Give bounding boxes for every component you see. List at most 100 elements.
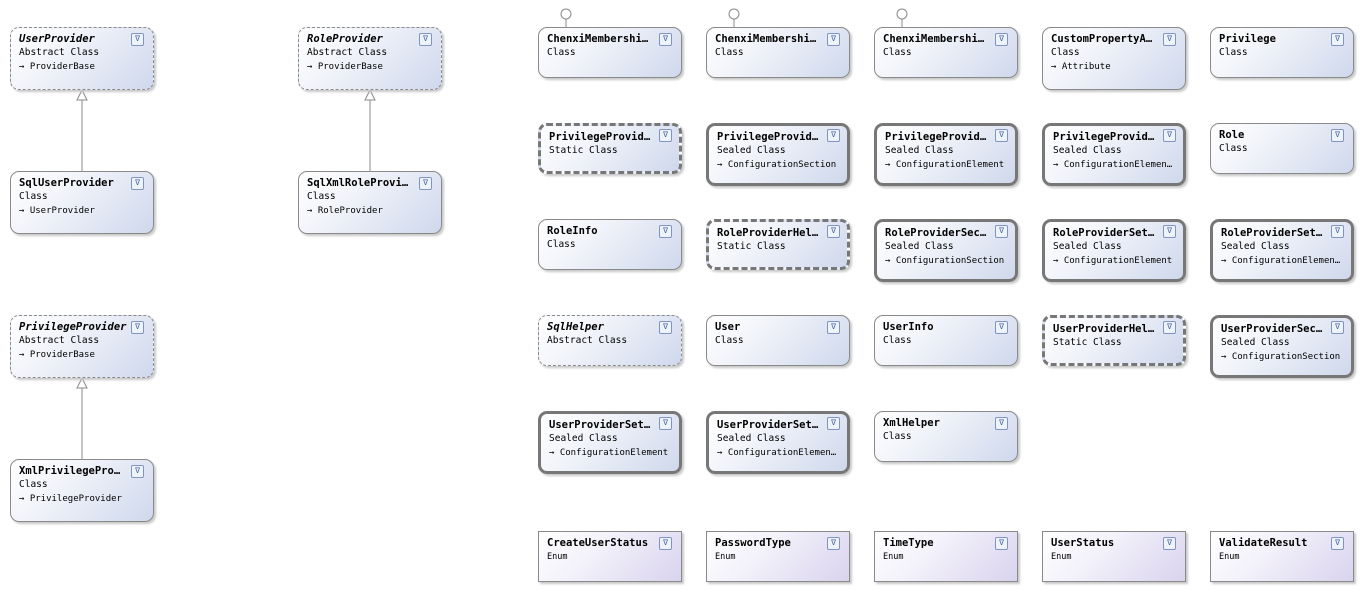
shape-name: RoleProvider xyxy=(307,33,383,45)
expand-toggle-icon[interactable]: ∇ xyxy=(995,129,1008,142)
expand-toggle-icon[interactable]: ∇ xyxy=(1331,129,1344,142)
expand-toggle-icon[interactable]: ∇ xyxy=(131,177,144,190)
class-shape[interactable]: ChenxiMembershi…Class∇ xyxy=(538,27,682,78)
expand-toggle-icon[interactable]: ∇ xyxy=(827,321,840,334)
expand-toggle-icon[interactable]: ∇ xyxy=(995,225,1008,238)
class-shape[interactable]: RoleProviderSec…Sealed Class→ Configurat… xyxy=(874,219,1018,282)
expand-toggle-icon[interactable]: ∇ xyxy=(827,129,840,142)
expand-toggle-icon[interactable]: ∇ xyxy=(131,465,144,478)
shape-name: UserProviderSec… xyxy=(1221,323,1323,335)
class-shape[interactable]: PrivilegeProvid…Static Class∇ xyxy=(538,123,682,174)
shape-name: UserStatus xyxy=(1051,537,1115,549)
expand-toggle-icon[interactable]: ∇ xyxy=(1331,537,1344,550)
shape-type: Enum xyxy=(1051,552,1072,562)
shape-type: Class xyxy=(19,479,48,490)
base-class-name: ConfigurationElement xyxy=(1063,256,1173,266)
expand-toggle-icon[interactable]: ∇ xyxy=(419,177,432,190)
base-class: → RoleProvider xyxy=(307,204,441,219)
expand-toggle-icon[interactable]: ∇ xyxy=(995,33,1008,46)
expand-toggle-icon[interactable]: ∇ xyxy=(827,417,840,430)
class-shape[interactable]: UserProviderSet…Sealed Class→ Configurat… xyxy=(538,411,682,474)
expand-toggle-icon[interactable]: ∇ xyxy=(1163,129,1176,142)
class-shape[interactable]: RoleProviderSet…Sealed Class→ Configurat… xyxy=(1042,219,1186,282)
class-shape[interactable]: XmlPrivilegePro…Class→ PrivilegeProvider… xyxy=(10,459,154,522)
expand-toggle-icon[interactable]: ∇ xyxy=(1163,33,1176,46)
class-shape[interactable]: UserProviderSet…Sealed Class→ Configurat… xyxy=(706,411,850,474)
expand-toggle-icon[interactable]: ∇ xyxy=(419,33,432,46)
class-shape[interactable]: ChenxiMembershi…Class∇ xyxy=(874,27,1018,78)
shape-type: Sealed Class xyxy=(717,433,786,444)
shape-type: Sealed Class xyxy=(1221,337,1290,348)
expand-toggle-icon[interactable]: ∇ xyxy=(1163,225,1176,238)
base-class: → UserProvider xyxy=(19,204,153,219)
expand-toggle-icon[interactable]: ∇ xyxy=(1331,33,1344,46)
shape-type: Sealed Class xyxy=(1053,145,1122,156)
expand-toggle-icon[interactable]: ∇ xyxy=(659,417,672,430)
shape-name: TimeType xyxy=(883,537,934,549)
expand-toggle-icon[interactable]: ∇ xyxy=(1331,321,1344,334)
shape-type: Class xyxy=(883,431,912,442)
expand-toggle-icon[interactable]: ∇ xyxy=(827,33,840,46)
shape-type: Static Class xyxy=(549,145,618,156)
inheritance-arrow-icon: → xyxy=(1221,352,1227,362)
expand-toggle-icon[interactable]: ∇ xyxy=(659,225,672,238)
class-shape[interactable]: SqlXmlRoleProvi…Class→ RoleProvider∇ xyxy=(298,171,442,234)
class-shape[interactable]: CustomPropertyA…Class→ Attribute∇ xyxy=(1042,27,1186,90)
expand-toggle-icon[interactable]: ∇ xyxy=(827,537,840,550)
expand-toggle-icon[interactable]: ∇ xyxy=(1163,537,1176,550)
class-shape[interactable]: RoleProviderSet…Sealed Class→ Configurat… xyxy=(1210,219,1354,282)
shape-name: UserProviderHel… xyxy=(1053,323,1155,335)
expand-toggle-icon[interactable]: ∇ xyxy=(995,321,1008,334)
expand-toggle-icon[interactable]: ∇ xyxy=(659,321,672,334)
inheritance-arrow-icon: → xyxy=(717,160,723,170)
expand-toggle-icon[interactable]: ∇ xyxy=(1163,321,1176,334)
shape-name: SqlHelper xyxy=(547,321,604,333)
class-shape[interactable]: ChenxiMembershi…Class∇ xyxy=(706,27,850,78)
inheritance-arrow-icon: → xyxy=(1221,256,1227,266)
shape-type: Class xyxy=(1219,47,1248,58)
expand-toggle-icon[interactable]: ∇ xyxy=(995,417,1008,430)
expand-toggle-icon[interactable]: ∇ xyxy=(659,129,672,142)
class-shape[interactable]: PrivilegeProvid…Sealed Class→ Configurat… xyxy=(874,123,1018,186)
inheritance-arrow-icon: → xyxy=(885,160,891,170)
expand-toggle-icon[interactable]: ∇ xyxy=(995,537,1008,550)
expand-toggle-icon[interactable]: ∇ xyxy=(827,225,840,238)
class-shape[interactable]: PrivilegeProvid…Sealed Class→ Configurat… xyxy=(1042,123,1186,186)
shape-name: RoleProviderHel… xyxy=(717,227,819,239)
shape-type: Abstract Class xyxy=(19,47,100,58)
class-shape[interactable]: UserProviderHel…Static Class∇ xyxy=(1042,315,1186,366)
expand-toggle-icon[interactable]: ∇ xyxy=(131,33,144,46)
expand-toggle-icon[interactable]: ∇ xyxy=(1331,225,1344,238)
class-shape[interactable]: PrivilegeProvid…Sealed Class→ Configurat… xyxy=(706,123,850,186)
expand-toggle-icon[interactable]: ∇ xyxy=(659,537,672,550)
expand-toggle-icon[interactable]: ∇ xyxy=(659,33,672,46)
class-shape[interactable]: RoleProviderHel…Static Class∇ xyxy=(706,219,850,270)
shape-name: RoleProviderSet… xyxy=(1053,227,1155,239)
shape-type: Sealed Class xyxy=(885,145,954,156)
shape-type: Class xyxy=(715,335,744,346)
shape-name: ChenxiMembershi… xyxy=(715,33,817,45)
class-shape[interactable]: UserProviderSec…Sealed Class→ Configurat… xyxy=(1210,315,1354,378)
shape-name: CustomPropertyA… xyxy=(1051,33,1153,45)
shape-name: XmlPrivilegePro… xyxy=(19,465,121,477)
shape-name: UserProvider xyxy=(19,33,95,45)
base-class-name: RoleProvider xyxy=(317,206,383,216)
expand-toggle-icon[interactable]: ∇ xyxy=(131,321,144,334)
